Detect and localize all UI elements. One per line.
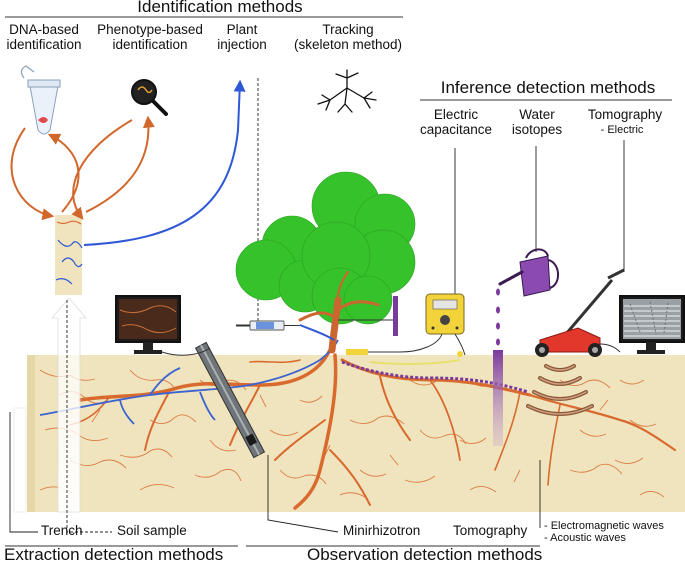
- tree-crown: [235, 171, 416, 325]
- water-drops: [496, 288, 500, 346]
- phenotype-arrow-down: [71, 119, 133, 220]
- extraction-heading: Extraction detection methods: [4, 545, 224, 564]
- tomography-waves: [526, 364, 594, 416]
- watering-can-icon: [498, 248, 559, 297]
- dna-identification-label: DNA-based identification: [6, 22, 82, 53]
- trench-post: [13, 407, 27, 513]
- trench-label: Trench: [41, 523, 83, 538]
- minirhizotron-label: Minirhizotron: [343, 523, 421, 538]
- dna-arrow-down: [10, 127, 55, 221]
- inference-heading: Inference detection methods: [440, 78, 656, 97]
- dna-arrow-up: [47, 133, 80, 213]
- magnifier-icon: [131, 79, 168, 116]
- identification-heading: Identification methods: [137, 0, 303, 16]
- tomography-monitor: [619, 295, 685, 354]
- syringe-icon: [236, 320, 335, 341]
- fine-roots: [39, 369, 665, 500]
- minirhizotron-tube: [194, 341, 266, 459]
- tomography-observation-label: Tomography: [453, 523, 528, 538]
- trench-wall: [27, 355, 35, 512]
- injection-arrow: [83, 79, 246, 246]
- isotope-plume: [493, 350, 503, 446]
- soil-sample-label: Soil sample: [117, 523, 187, 538]
- tracking-label: Tracking (skeleton method): [293, 22, 403, 53]
- tomography-electric-label: - Electric: [600, 124, 644, 136]
- phenotype-identification-label: Phenotype-based identification: [97, 22, 203, 53]
- dna-tube-icon: [20, 65, 61, 135]
- capacitance-meter-icon: [348, 293, 466, 356]
- tomography-inference-label: Tomography: [587, 107, 663, 122]
- electric-capacitance-label: Electric capacitance: [419, 107, 493, 138]
- waves-label: - Electromagnetic waves - Acoustic waves: [544, 520, 664, 545]
- water-isotopes-label: Water isotopes: [511, 107, 563, 138]
- tree-trunk: [298, 270, 380, 354]
- observation-heading: Observation detection methods: [307, 545, 543, 564]
- soil-sample-arrow: [51, 297, 87, 513]
- tomography-mower-icon: [535, 268, 625, 357]
- soil-sample-core: [55, 215, 82, 295]
- core-roots: [55, 220, 83, 285]
- main-roots: [69, 348, 677, 510]
- leader-lines: [9, 78, 625, 533]
- minirhizotron-monitor: [115, 295, 211, 356]
- traced-roots: [39, 339, 339, 425]
- plant-injection-label: Plant injection: [217, 22, 267, 53]
- capacitance-probes: [346, 349, 463, 366]
- soil-block: [27, 355, 685, 512]
- phenotype-arrow-up: [85, 115, 155, 213]
- capacitance-electrode: [338, 296, 398, 336]
- skeleton-root-icon: [317, 69, 377, 113]
